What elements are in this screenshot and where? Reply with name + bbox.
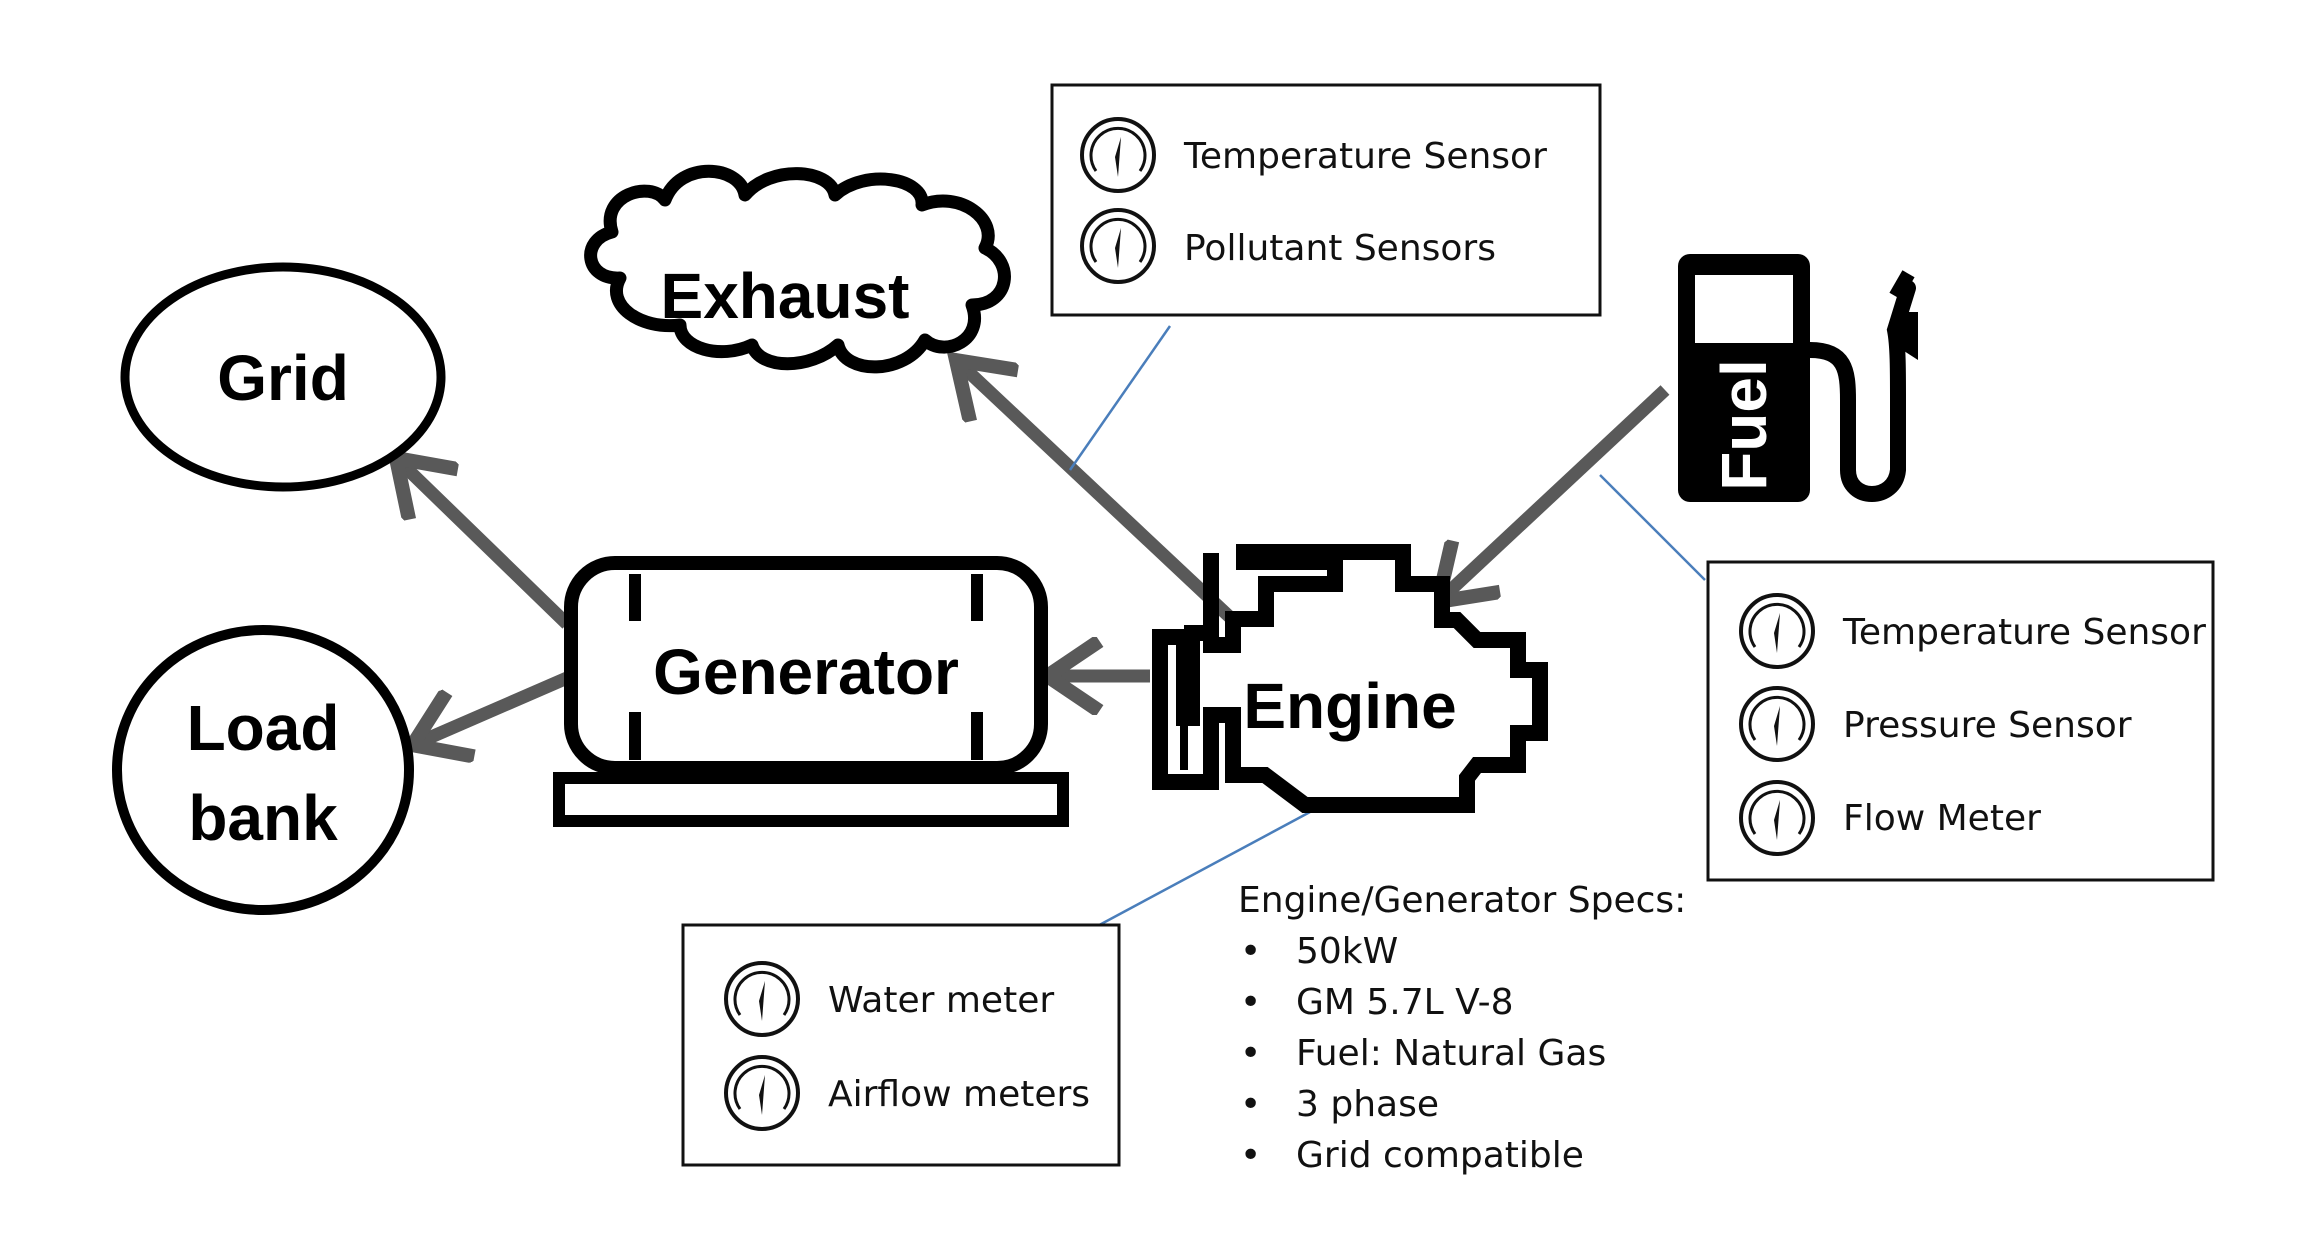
gauge-icon	[1080, 208, 1156, 284]
specs-bullet: •	[1240, 931, 1261, 972]
leader-engine-sensors	[1089, 810, 1311, 932]
fuel-sensor-label: Temperature Sensor	[1842, 612, 2206, 653]
fuel-sensor-box: Temperature Sensor Pressure Sensor Flow …	[1706, 560, 2215, 882]
grid-label: Grid	[217, 342, 349, 414]
arrow-engine-to-exhaust	[958, 362, 1240, 627]
gauge-icon	[1080, 117, 1156, 193]
fuel-sensor-label: Pressure Sensor	[1843, 705, 2132, 746]
fuel-label: Fuel	[1708, 359, 1780, 491]
specs-bullet: •	[1240, 1033, 1261, 1074]
specs-block: Engine/Generator Specs: • 50kW • GM 5.7L…	[1238, 880, 1686, 1176]
exhaust-node: Exhaust	[584, 164, 1011, 374]
specs-bullet: •	[1240, 982, 1261, 1023]
load-bank-label-line2: bank	[188, 782, 338, 854]
gauge-icon	[724, 961, 800, 1037]
specs-bullet: •	[1240, 1084, 1261, 1125]
exhaust-sensor-box: Temperature Sensor Pollutant Sensors	[1050, 83, 1602, 317]
specs-title: Engine/Generator Specs:	[1238, 880, 1686, 921]
leader-fuel-sensors	[1599, 474, 1706, 581]
load-bank-label-line1: Load	[187, 692, 340, 764]
arrow-generator-to-grid	[398, 460, 572, 629]
specs-item: GM 5.7L V-8	[1296, 982, 1514, 1023]
load-bank-node: Load bank	[112, 625, 414, 915]
gauge-icon	[1739, 780, 1815, 856]
generator-label: Generator	[653, 636, 959, 708]
exhaust-label: Exhaust	[661, 260, 910, 332]
specs-bullet: •	[1240, 1135, 1261, 1176]
generator-node: Generator	[553, 556, 1069, 827]
exhaust-sensor-label: Temperature Sensor	[1183, 136, 1547, 177]
exhaust-sensor-label: Pollutant Sensors	[1184, 228, 1496, 269]
grid-node: Grid	[120, 262, 446, 492]
arrow-fuel-to-engine	[1440, 385, 1670, 600]
engine-sensor-box: Water meter Airflow meters	[681, 923, 1121, 1167]
gauge-icon	[1739, 686, 1815, 762]
leader-exhaust-sensors	[1068, 325, 1172, 471]
gauge-icon	[1739, 593, 1815, 669]
fuel-sensor-label: Flow Meter	[1843, 798, 2041, 839]
gauge-icon	[724, 1055, 800, 1131]
specs-item: 50kW	[1296, 931, 1398, 972]
arrow-generator-to-load-bank	[415, 672, 570, 744]
engine-node: Engine	[1152, 544, 1548, 813]
fuel-node: Fuel	[1678, 254, 1918, 502]
specs-item: Grid compatible	[1296, 1135, 1584, 1176]
engine-label: Engine	[1243, 670, 1456, 742]
specs-item: 3 phase	[1296, 1084, 1439, 1125]
specs-item: Fuel: Natural Gas	[1296, 1033, 1606, 1074]
fuel-pump-icon	[1678, 254, 1918, 502]
engine-sensor-label: Water meter	[828, 980, 1054, 1021]
engine-sensor-label: Airflow meters	[828, 1074, 1090, 1115]
